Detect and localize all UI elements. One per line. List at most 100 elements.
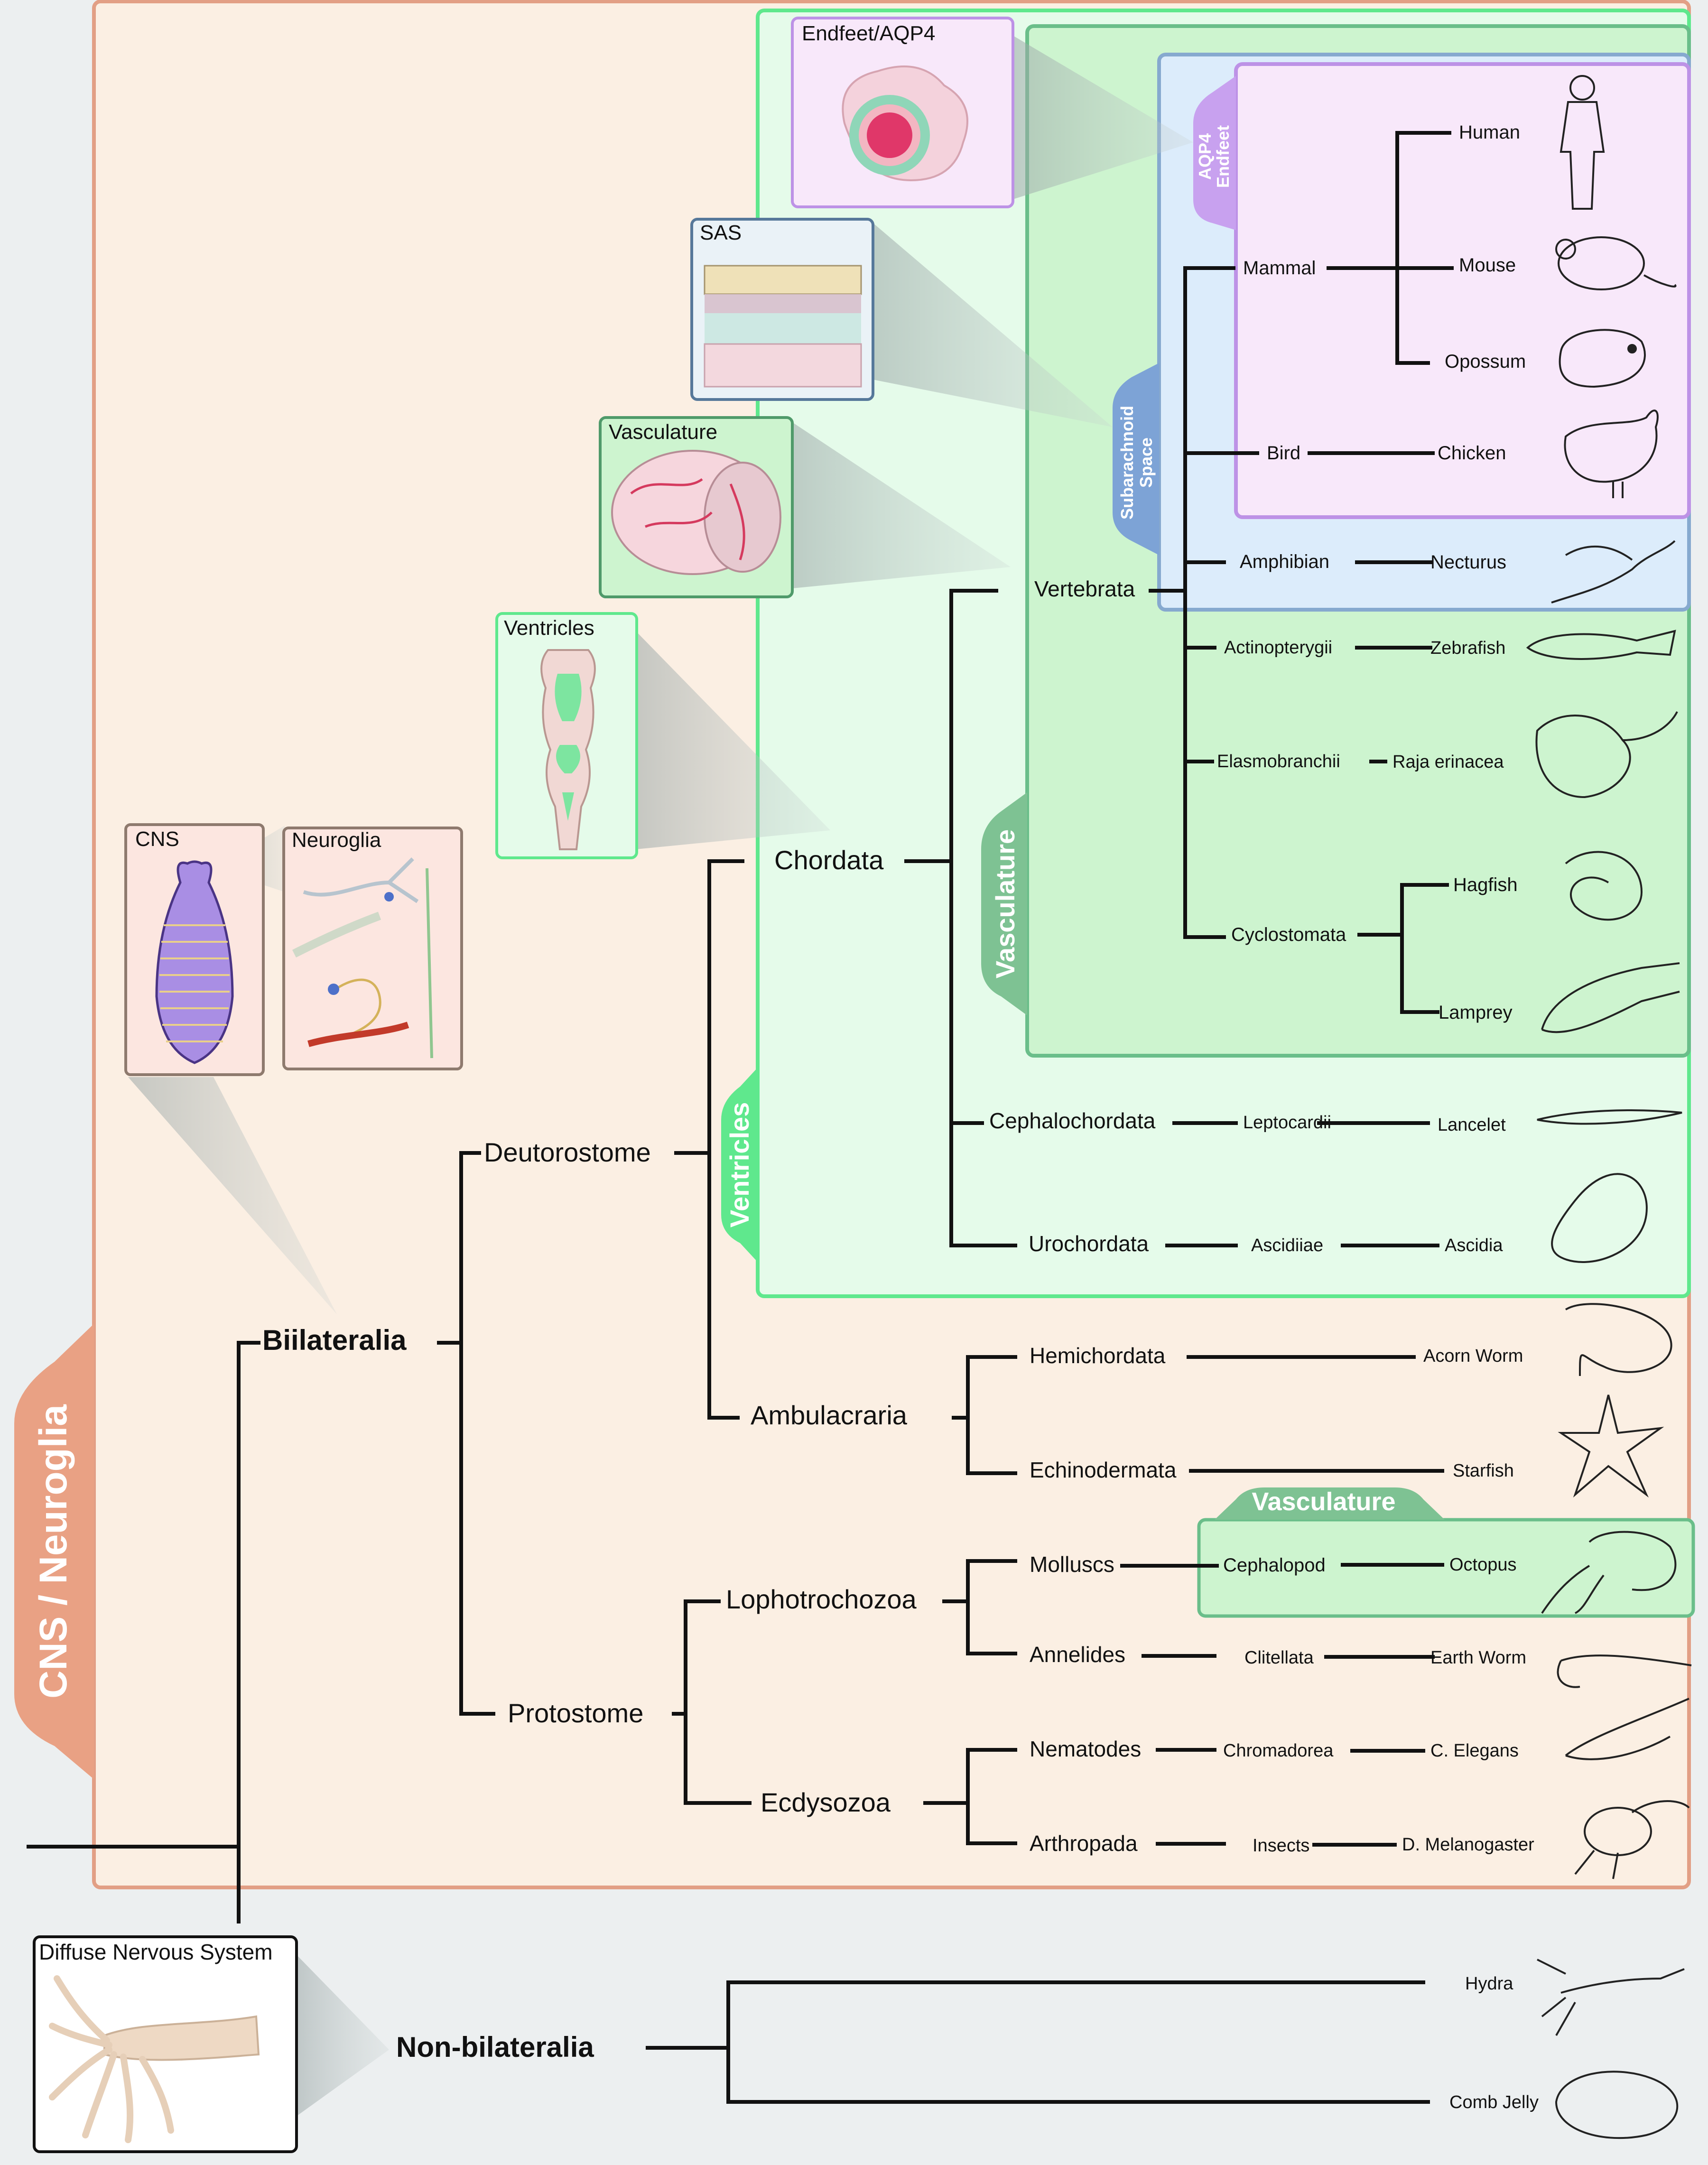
species-necturus: Necturus [1430, 552, 1506, 573]
node-lophotrochozoa: Lophotrochozoa [726, 1584, 917, 1614]
panel-endfeet: Endfeet/AQP4 [791, 17, 1014, 208]
species-raja: Raja erinacea [1392, 752, 1504, 772]
starfish-icon [1558, 1394, 1664, 1498]
species-starfish: Starfish [1453, 1461, 1514, 1481]
c-elegans-icon [1565, 1698, 1689, 1760]
beam-vasculature [792, 422, 1011, 588]
hagfish-icon [1565, 851, 1643, 921]
species-chicken: Chicken [1438, 443, 1506, 464]
cephalopod-vasculature-tab [1215, 1487, 1445, 1520]
organism-icons [1526, 75, 1692, 2139]
node-hemichordata: Hemichordata [1030, 1343, 1166, 1368]
necturus-icon [1551, 540, 1676, 604]
aqp4-label-line2: Endfeet [1213, 125, 1233, 188]
cephalopod-vasculature-label: Vasculature [1252, 1487, 1395, 1516]
node-amphibian: Amphibian [1240, 551, 1329, 572]
node-annelides: Annelides [1030, 1642, 1125, 1667]
species-earth-worm: Earth Worm [1430, 1648, 1526, 1668]
node-labels: Biilateralia Non-bilateralia Deutorostom… [262, 258, 1346, 2063]
panel-neuroglia-title: Neuroglia [292, 828, 381, 852]
species-hagfish: Hagfish [1453, 874, 1518, 895]
beam-cns-bottom [128, 1077, 337, 1314]
ventricles-clade-tab [721, 1068, 758, 1262]
species-labels: Human Mouse Opossum Chicken Necturus Zeb… [1392, 122, 1539, 2112]
species-human: Human [1459, 122, 1520, 143]
node-nematodes: Nematodes [1030, 1737, 1141, 1761]
species-ascidia: Ascidia [1445, 1236, 1503, 1255]
earthworm-icon [1557, 1654, 1692, 1688]
node-ambulacraria: Ambulacraria [751, 1400, 908, 1430]
node-ascidiiae: Ascidiiae [1251, 1236, 1323, 1255]
panel-ventricles: Ventricles [495, 612, 638, 859]
species-d-melanogaster: D. Melanogaster [1402, 1835, 1534, 1855]
cephalopod-vasculature-box [1197, 1518, 1695, 1618]
lamprey-icon [1541, 962, 1680, 1033]
panel-endfeet-title: Endfeet/AQP4 [802, 22, 935, 45]
species-lancelet: Lancelet [1438, 1115, 1506, 1135]
node-mammal: Mammal [1243, 258, 1316, 279]
species-mouse: Mouse [1459, 255, 1516, 276]
node-cephalopod: Cephalopod [1223, 1555, 1326, 1576]
node-clitellata: Clitellata [1244, 1648, 1314, 1668]
ascidia-icon [1551, 1173, 1648, 1263]
panel-cns: CNS [124, 823, 265, 1076]
node-cyclostomata: Cyclostomata [1231, 924, 1346, 945]
node-protostome: Protostome [508, 1698, 643, 1728]
aqp4-clade-tab [1193, 76, 1236, 230]
node-bilateralia: Biilateralia [262, 1324, 407, 1356]
ventricles-clade-label: Ventricles [724, 1102, 754, 1228]
vasculature-clade-tab [981, 792, 1027, 1015]
node-cephalochordata: Cephalochordata [989, 1108, 1156, 1133]
opossum-icon [1559, 329, 1646, 388]
node-elasmobranchii: Elasmobranchii [1217, 752, 1340, 771]
node-leptocardii: Leptocardii [1243, 1113, 1331, 1133]
beam-diffuse [297, 1955, 389, 2116]
aqp4-label-line1: AQP4 [1195, 133, 1215, 180]
human-icon [1559, 75, 1605, 210]
species-zebrafish: Zebrafish [1430, 638, 1505, 658]
node-chromadorea: Chromadorea [1223, 1741, 1334, 1761]
panel-diffuse-title: Diffuse Nervous System [39, 1940, 273, 1964]
node-urochordata: Urochordata [1029, 1231, 1149, 1256]
comb-jelly-icon [1555, 2071, 1678, 2139]
vasculature-clade-label: Vasculature [990, 829, 1020, 978]
node-non-bilateralia: Non-bilateralia [396, 2031, 594, 2063]
mouse-icon [1555, 236, 1677, 290]
species-comb-jelly: Comb Jelly [1449, 2092, 1539, 2112]
octopus-icon [1541, 1531, 1677, 1614]
cns-neuroglia-tab [14, 1324, 94, 1779]
beam-sas [873, 223, 1113, 427]
node-chordata: Chordata [774, 845, 884, 875]
subarachnoid-clade-tab [1113, 363, 1159, 555]
node-bird: Bird [1267, 443, 1300, 464]
node-molluscs: Molluscs [1030, 1552, 1114, 1577]
node-actinopterygii: Actinopterygii [1224, 638, 1332, 658]
beam-ventricles [636, 631, 830, 849]
node-arthropada: Arthropada [1030, 1831, 1138, 1856]
node-vertebrata: Vertebrata [1034, 576, 1135, 601]
chicken-icon [1564, 409, 1659, 498]
panel-diffuse: Diffuse Nervous System [33, 1935, 298, 2153]
species-acorn-worm: Acorn Worm [1423, 1346, 1523, 1366]
fruit-fly-icon [1574, 1800, 1690, 1879]
beam-endfeet [1013, 36, 1193, 199]
panel-ventricles-title: Ventricles [504, 616, 594, 640]
skate-icon [1535, 711, 1678, 799]
panel-neuroglia: Neuroglia [282, 827, 463, 1070]
panel-sas: SAS [690, 218, 874, 401]
lancelet-icon [1537, 1109, 1682, 1125]
node-deutorostome: Deutorostome [484, 1137, 651, 1167]
panel-cns-title: CNS [135, 827, 179, 851]
species-lamprey: Lamprey [1439, 1002, 1513, 1023]
node-insects: Insects [1253, 1836, 1309, 1856]
tree-lines [27, 131, 1454, 2104]
panel-sas-title: SAS [700, 221, 742, 244]
subarachnoid-label-line2: Space [1136, 437, 1156, 488]
aqp4-clade-box [1234, 62, 1691, 519]
species-c-elegans: C. Elegans [1430, 1741, 1519, 1761]
node-echinodermata: Echinodermata [1030, 1458, 1177, 1482]
species-hydra: Hydra [1465, 1974, 1513, 1994]
panel-vasculature: Vasculature [599, 416, 794, 598]
cns-neuroglia-label: CNS / Neuroglia [32, 1404, 75, 1699]
